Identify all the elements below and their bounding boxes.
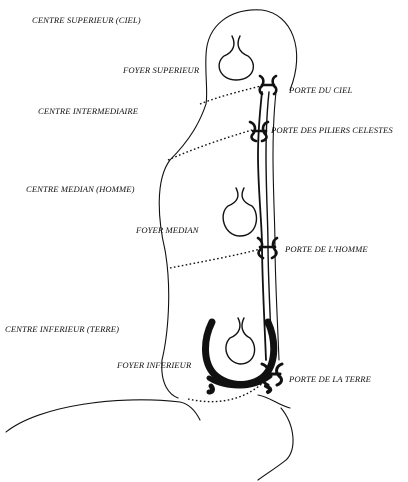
body-outline — [6, 10, 297, 480]
label-porte-du-ciel: PORTE DU CIEL — [288, 85, 352, 95]
foyer-superieur-shape — [219, 36, 253, 80]
boundary-homme — [170, 248, 264, 268]
label-centre-inferieur: CENTRE INFERIEUR (TERRE) — [5, 324, 119, 334]
label-porte-piliers: PORTE DES PILIERS CELESTES — [270, 125, 393, 135]
boundary-piliers — [168, 130, 252, 160]
label-foyer-inferieur: FOYER INFERIEUR — [116, 360, 192, 370]
boundary-ciel — [200, 85, 265, 104]
label-foyer-superieur: FOYER SUPERIEUR — [122, 65, 200, 75]
label-centre-median: CENTRE MEDIAN (HOMME) — [26, 184, 135, 194]
label-foyer-median: FOYER MEDIAN — [135, 225, 200, 235]
label-porte-homme: PORTE DE L'HOMME — [284, 244, 368, 254]
label-centre-intermediaire: CENTRE INTERMEDIAIRE — [38, 106, 139, 116]
foyer-median-shape — [223, 188, 256, 236]
label-centre-superieur: CENTRE SUPERIEUR (CIEL) — [32, 15, 141, 25]
label-porte-terre: PORTE DE LA TERRE — [288, 374, 372, 384]
foyer-inferieur-shape — [205, 318, 273, 392]
